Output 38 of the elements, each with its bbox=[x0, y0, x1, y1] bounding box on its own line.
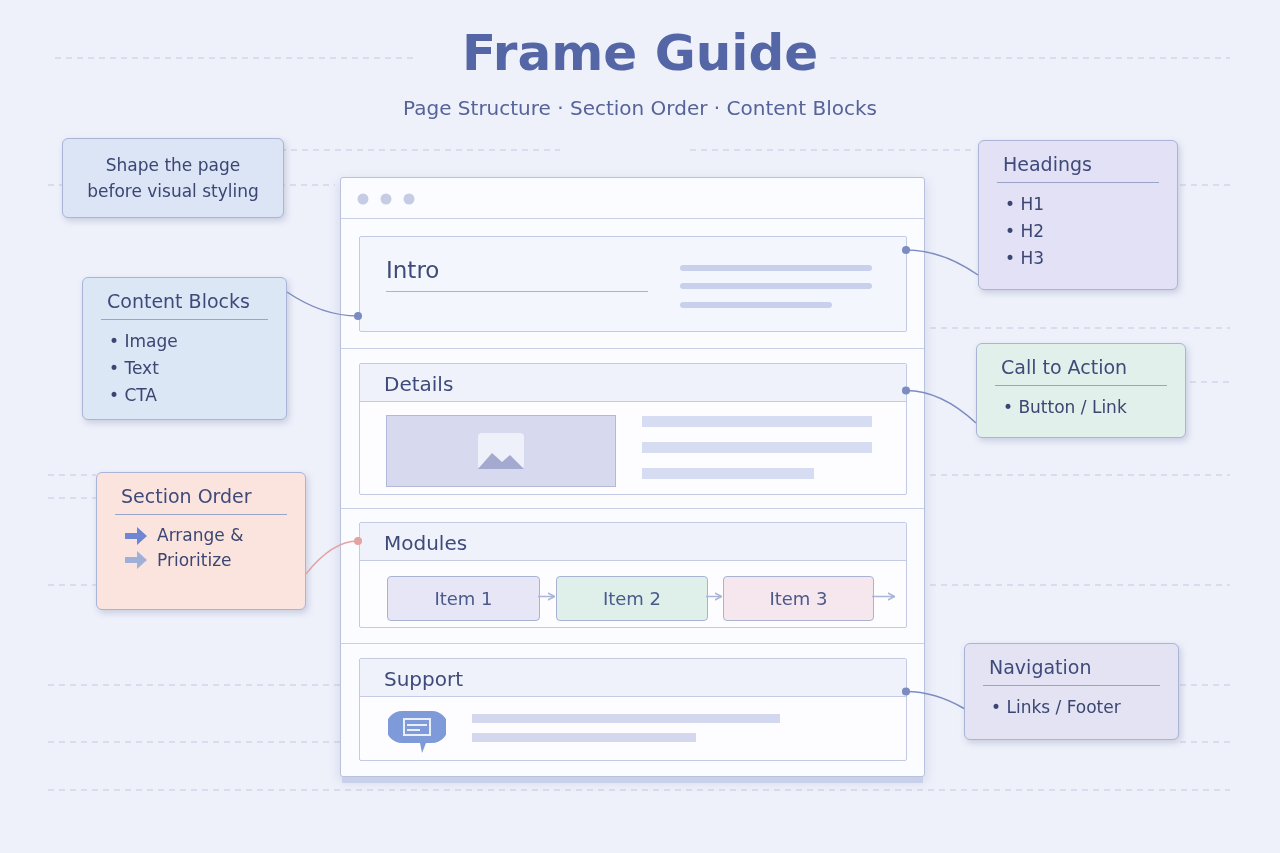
section-panel bbox=[359, 658, 907, 761]
leader-line bbox=[901, 687, 965, 710]
note-card bbox=[62, 138, 284, 218]
callout-text: Arrange & Prioritize bbox=[157, 524, 245, 572]
title: Frame Guide bbox=[460, 24, 820, 82]
callout-heading: Navigation bbox=[983, 656, 1160, 686]
module-card: Item 1 bbox=[387, 576, 540, 621]
list-item: • CTA bbox=[109, 384, 158, 407]
list-item: • H3 bbox=[1005, 247, 1046, 270]
callout-heading: Content Blocks bbox=[101, 290, 268, 320]
list-item: • Button / Link bbox=[1003, 396, 1128, 419]
section-heading: Support bbox=[360, 659, 906, 697]
callout-card bbox=[976, 343, 1186, 438]
module-card: Item 3 bbox=[723, 576, 874, 621]
list-item: • H1 bbox=[1005, 193, 1046, 216]
leader-line bbox=[286, 291, 363, 321]
callout-heading: Call to Action bbox=[995, 356, 1167, 386]
module-card: Item 2 bbox=[556, 576, 708, 621]
section-heading: Modules bbox=[360, 523, 906, 561]
section-heading: Details bbox=[360, 364, 906, 402]
callout-heading: Section Order bbox=[115, 485, 287, 515]
leader-line bbox=[901, 245, 979, 276]
section-panel bbox=[359, 363, 907, 495]
list-item: • Image bbox=[109, 330, 179, 353]
list-item: • Links / Footer bbox=[991, 696, 1122, 719]
callout-card bbox=[82, 277, 287, 420]
section-panel bbox=[359, 236, 907, 332]
callout-card bbox=[964, 643, 1179, 740]
leader-line bbox=[901, 386, 977, 424]
callout-heading: Headings bbox=[997, 153, 1159, 183]
subtitle: Page Structure · Section Order · Content Blocks bbox=[402, 96, 878, 120]
list-item: • H2 bbox=[1005, 220, 1046, 243]
section-panel bbox=[359, 522, 907, 628]
section-heading: Intro bbox=[386, 257, 440, 283]
callout-card bbox=[96, 472, 306, 610]
callout-card bbox=[978, 140, 1178, 290]
list-item: • Text bbox=[109, 357, 160, 380]
note-text: Shape the page before visual styling bbox=[86, 154, 260, 203]
